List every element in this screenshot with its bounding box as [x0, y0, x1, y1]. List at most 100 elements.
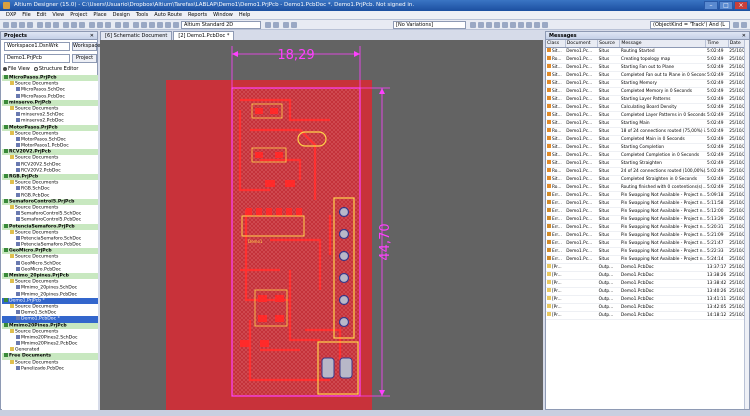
zoom-in-icon[interactable]	[37, 22, 43, 28]
tree-folder[interactable]: Source Documents	[2, 359, 98, 366]
zoom-out-icon[interactable]	[45, 22, 51, 28]
tree-document[interactable]: Demo1.PcbDoc *	[2, 316, 98, 323]
menu-reports[interactable]: Reports	[187, 11, 208, 18]
open-icon[interactable]	[11, 22, 17, 28]
tree-project[interactable]: PotenciaSemaforo.PrjPcb	[2, 223, 98, 230]
inspect-icon[interactable]	[283, 22, 289, 28]
tree-document[interactable]: MotorPasos.SchDoc	[2, 136, 98, 143]
apply-filter-icon[interactable]	[741, 22, 747, 28]
clear-filter-icon[interactable]	[733, 22, 739, 28]
tree-folder[interactable]: Source Documents	[2, 204, 98, 211]
tree-document[interactable]: SemaforoControl5.SchDoc	[2, 211, 98, 217]
3d-icon[interactable]	[157, 22, 163, 28]
menu-window[interactable]: Window	[213, 11, 233, 18]
pcb-drawing[interactable]: 18,29 44,70	[100, 40, 543, 410]
place-text-icon[interactable]	[510, 22, 516, 28]
menu-auto-route[interactable]: Auto Route	[154, 11, 182, 18]
tree-document[interactable]: GeoMicro.PcbDoc	[2, 266, 98, 273]
drc-icon[interactable]	[149, 22, 155, 28]
tree-document[interactable]: Demo1.SchDoc	[2, 310, 98, 316]
tree-project[interactable]: minservo.PrjPcb	[2, 99, 98, 106]
tree-folder[interactable]: Generated	[2, 347, 98, 353]
place-pad-icon[interactable]	[502, 22, 508, 28]
menu-view[interactable]: View	[52, 11, 65, 18]
copy-icon[interactable]	[71, 22, 77, 28]
tree-project[interactable]: Free Documents	[2, 353, 98, 360]
tree-folder[interactable]: Source Documents	[2, 303, 98, 310]
file-view-radio[interactable]: File View	[3, 66, 30, 73]
variation-combo[interactable]: [No Variations]	[393, 21, 466, 29]
tree-document[interactable]: PotenciaSemaforo.PcbDoc	[2, 242, 98, 248]
structure-editor-radio[interactable]: Structure Editor	[33, 66, 78, 73]
undo-icon[interactable]	[115, 22, 121, 28]
tree-document[interactable]: RGB.PcbDoc	[2, 192, 98, 199]
board-icon[interactable]	[273, 22, 279, 28]
tab-demo1-pcbdoc[interactable]: [2] Demo1.PcbDoc *	[173, 31, 235, 40]
zoom-fit-icon[interactable]	[53, 22, 59, 28]
workspace-button[interactable]: Workspace	[72, 42, 101, 51]
tree-folder[interactable]: Source Documents	[2, 328, 98, 335]
tab-schematic-document[interactable]: [6] Schematic Document	[100, 31, 173, 40]
place-polygon-icon[interactable]	[518, 22, 524, 28]
tree-document[interactable]: GeoMicro.SchDoc	[2, 260, 98, 267]
place-track-icon[interactable]	[486, 22, 492, 28]
paste-icon[interactable]	[79, 22, 85, 28]
tree-document[interactable]: Mmimo_20pines.SchDoc	[2, 285, 98, 291]
column-header-source[interactable]: Source	[597, 40, 621, 48]
tree-folder[interactable]: Source Documents	[2, 155, 98, 161]
tree-folder[interactable]: Source Documents	[2, 254, 98, 260]
tree-project[interactable]: RCV20V2.PrjPcb	[2, 149, 98, 156]
menu-project[interactable]: Project	[70, 11, 88, 18]
menu-tools[interactable]: Tools	[135, 11, 149, 18]
rule-icon[interactable]	[141, 22, 147, 28]
place-via-icon[interactable]	[494, 22, 500, 28]
view-options-icon[interactable]	[265, 22, 271, 28]
deselect-icon[interactable]	[105, 22, 111, 28]
tree-project[interactable]: Demo1.PrjPcb *	[2, 297, 98, 304]
redo-icon[interactable]	[123, 22, 129, 28]
tree-project[interactable]: MicroPasos.PrjPcb	[2, 75, 98, 82]
tree-folder[interactable]: Source Documents	[2, 81, 98, 87]
pcb-canvas[interactable]: 18,29 44,70	[100, 40, 543, 410]
save-icon[interactable]	[19, 22, 25, 28]
messages-scrollbar[interactable]	[744, 40, 749, 409]
place-fill-icon[interactable]	[526, 22, 532, 28]
workspace-combo[interactable]: Workspace1.DsnWrk	[4, 42, 70, 51]
tree-project[interactable]: SemaforoControl5.PrjPcb	[2, 198, 98, 205]
move-icon[interactable]	[97, 22, 103, 28]
tree-document[interactable]: RGB.SchDoc	[2, 186, 98, 192]
tree-document[interactable]: PotenciaSemaforo.SchDoc	[2, 235, 98, 242]
layer-icon[interactable]	[165, 22, 171, 28]
tree-document[interactable]: Mmimo20Pines2.SchDoc	[2, 334, 98, 341]
tree-document[interactable]: Mmimo_20pines.PcbDoc	[2, 291, 98, 298]
column-header-time[interactable]: Time	[705, 40, 729, 48]
netlist-icon[interactable]	[478, 22, 484, 28]
